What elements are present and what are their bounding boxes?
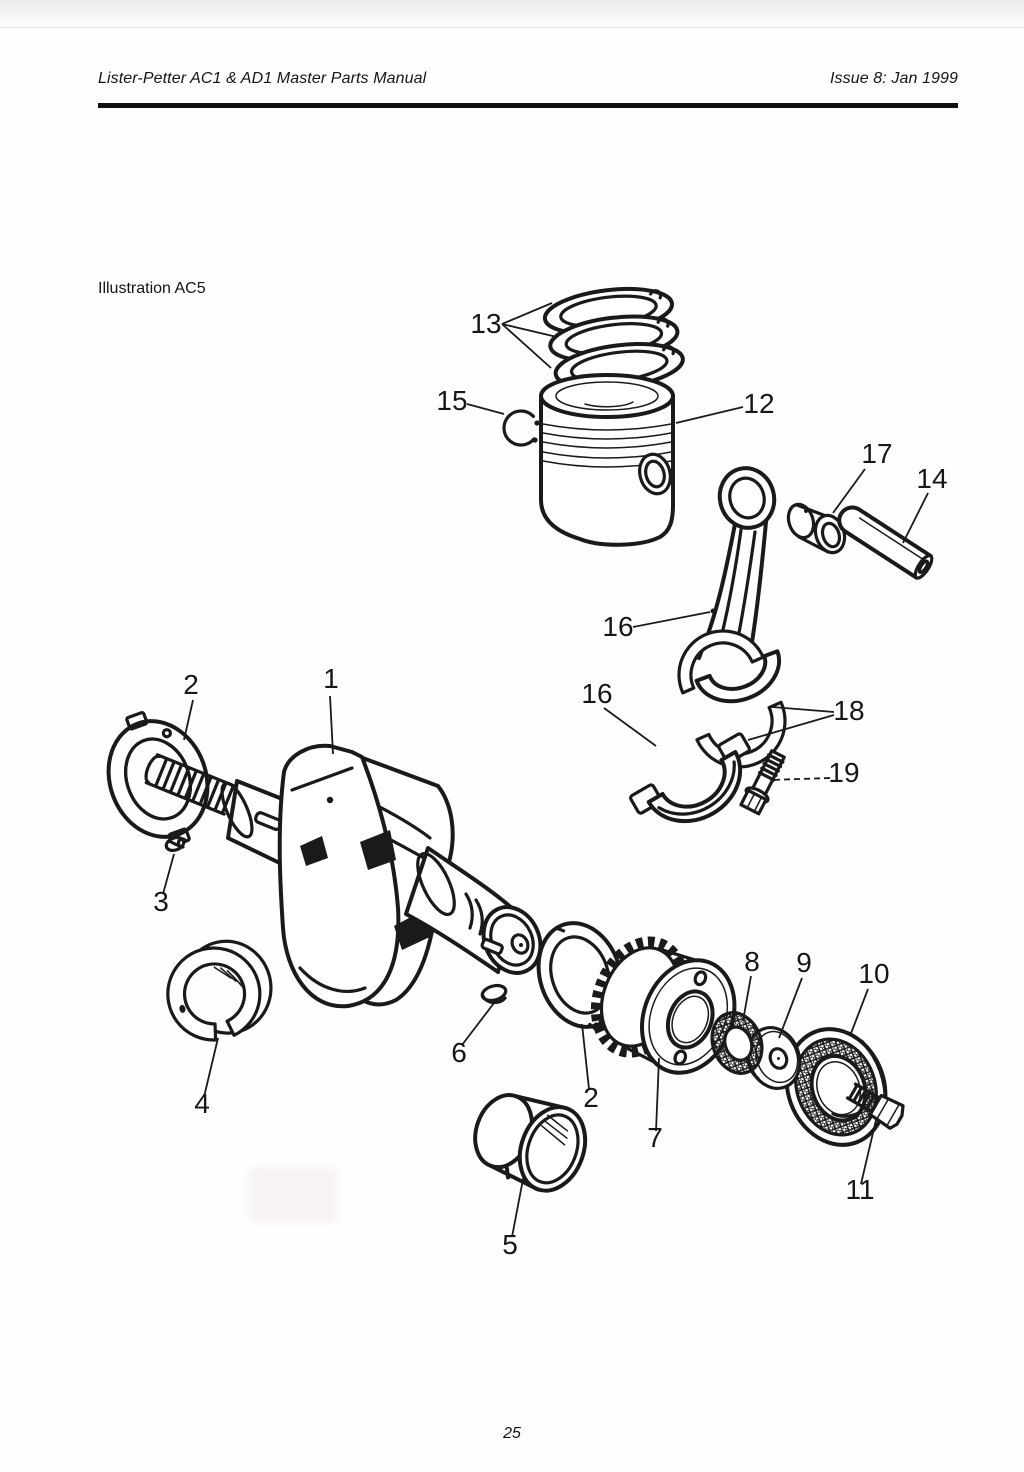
callout-12: 12 — [743, 388, 774, 419]
piston — [539, 373, 675, 547]
callout-17: 17 — [861, 438, 892, 469]
callout-numbers: 13 15 12 17 14 16 16 18 19 2 1 3 4 6 2 7… — [153, 308, 947, 1260]
woodruff-key — [480, 983, 508, 1005]
circlip — [502, 409, 540, 447]
callout-16-rod: 16 — [602, 611, 633, 642]
callout-18: 18 — [833, 695, 864, 726]
callout-15: 15 — [436, 385, 467, 416]
big-end-bolt — [739, 749, 786, 816]
pulley-bolt — [845, 1082, 905, 1130]
illustration-label: Illustration AC5 — [98, 280, 206, 297]
page-number: 25 — [503, 1425, 521, 1442]
connecting-rod — [694, 466, 782, 704]
issue-date: Issue 8: Jan 1999 — [829, 70, 958, 87]
big-end-cap — [629, 732, 751, 824]
callout-5: 5 — [502, 1229, 518, 1260]
manual-title: Lister-Petter AC1 & AD1 Master Parts Man… — [98, 70, 427, 87]
header-rule — [98, 103, 958, 108]
gudgeon-pin — [837, 505, 934, 580]
callout-2-gear: 2 — [583, 1082, 599, 1113]
bush — [473, 1093, 588, 1193]
page-header: Lister-Petter AC1 & AD1 Master Parts Man… — [98, 70, 958, 88]
scan-artifact — [247, 1166, 339, 1224]
callout-10: 10 — [858, 958, 889, 989]
callout-7: 7 — [647, 1122, 663, 1153]
callout-16-cap: 16 — [581, 678, 612, 709]
callout-11: 11 — [845, 1174, 874, 1205]
callout-6: 6 — [451, 1037, 467, 1068]
callout-2-front: 2 — [183, 669, 199, 700]
callout-1: 1 — [323, 663, 339, 694]
callout-8: 8 — [744, 946, 760, 977]
crankshaft — [144, 743, 543, 1009]
pulley — [784, 1027, 888, 1147]
washer-screw — [164, 835, 187, 853]
callout-3: 3 — [153, 886, 169, 917]
callout-19: 19 — [828, 757, 859, 788]
callout-4: 4 — [194, 1088, 210, 1119]
small-end-bush — [786, 502, 847, 555]
leader-lines — [162, 302, 929, 1238]
callout-9: 9 — [796, 947, 812, 978]
spring-washer — [710, 1011, 764, 1075]
callout-13: 13 — [470, 308, 501, 339]
main-bearing — [166, 939, 273, 1042]
callout-14: 14 — [916, 463, 947, 494]
